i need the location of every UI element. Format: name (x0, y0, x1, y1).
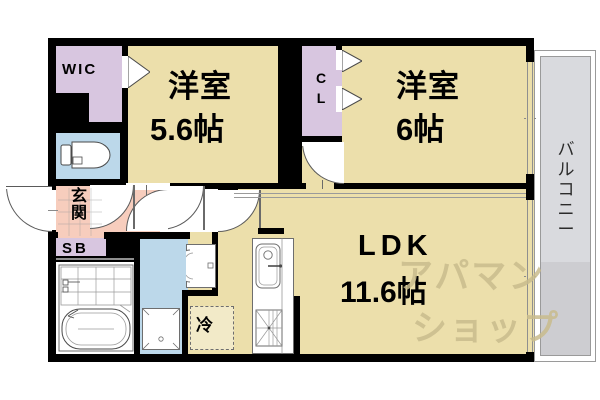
balcony-char-5: ー (557, 220, 575, 240)
cl-opening-top (336, 50, 342, 70)
genkan-char-2: 関 (70, 204, 87, 222)
hall-ldk-door-leaf (203, 186, 205, 230)
bedroom1-door-gap (126, 183, 170, 190)
window-line-ldk-2 (532, 200, 533, 352)
cl-floor (302, 46, 342, 138)
wall-wic-right-lower (84, 93, 89, 127)
bathroom-unit-icon (58, 264, 134, 352)
genkan-tile-hatch (58, 188, 102, 236)
balcony-label: バ ル コ ニ ー (549, 140, 583, 240)
wall-hall-bottom (104, 232, 190, 239)
wall-gap-bedroom2-window (526, 62, 534, 174)
ldk-floor-upper (234, 189, 526, 203)
wall-toilet-top (48, 127, 128, 133)
ldk-partition-line (234, 193, 526, 194)
cl-label-l: L (316, 90, 326, 107)
ldk-area: 11.6帖 (340, 276, 427, 309)
wall-washroom-door-jamb (258, 228, 284, 234)
balcony-char-4: ニ (557, 200, 575, 220)
shoebox-label: SB (62, 240, 89, 257)
ldk-partition-line-2 (234, 197, 526, 198)
window-line-b2-2 (532, 62, 533, 174)
wall-hall-bottom-left (48, 232, 58, 238)
bedroom1-area: 5.6帖 (150, 112, 225, 147)
wall-wic-bottom-2 (84, 122, 128, 128)
cl-opening-bottom (336, 86, 342, 112)
balcony-char-3: コ (557, 180, 575, 200)
wall-wic-bottom (48, 93, 88, 99)
balcony-floor (541, 57, 590, 355)
washing-machine-pan-icon (142, 308, 180, 350)
wall-bedroom2-bottom (334, 183, 534, 189)
toilet-icon (60, 136, 112, 174)
genkan-label: 玄 関 (62, 188, 96, 223)
bedroom1-floor (128, 46, 284, 189)
wall-washroom-right-bottom (182, 290, 188, 362)
kitchen-counter-icon (252, 238, 294, 354)
entrance-door-panel (6, 186, 52, 189)
wall-cl-bottom (296, 136, 342, 142)
bedroom2-door-gap (302, 142, 344, 146)
bedroom1-door-mark (146, 185, 147, 195)
ldk-name: LDK (358, 230, 433, 262)
wall-bedroom1-right (278, 46, 284, 189)
wic-opening-triangle-outline (127, 55, 151, 89)
bedroom1-name: 洋室 (168, 69, 232, 104)
wall-bedroom2-bottom-left (296, 183, 306, 189)
wall-washroom-right-lower (182, 290, 218, 296)
genkan-char-1: 玄 (70, 188, 87, 205)
wall-cl-left (296, 46, 302, 142)
window-line-b2-1 (527, 62, 528, 174)
wall-kitchen-stub (290, 296, 300, 354)
washroom-door-mark (259, 190, 261, 232)
fridge-label: 冷 (196, 316, 213, 335)
balcony-char-1: バ (557, 140, 575, 159)
entrance-threshold (48, 210, 58, 211)
cl-opening-triangle-top-icon (341, 49, 364, 73)
bedroom2-name: 洋室 (396, 69, 460, 104)
balcony-char-2: ル (557, 160, 575, 180)
cl-opening-triangle-bottom-icon (341, 87, 364, 111)
bathroom-door-line (56, 258, 134, 260)
window-line-ldk-1 (527, 200, 528, 352)
shoebox-floor (56, 238, 106, 260)
cl-label-c: C (315, 70, 327, 86)
cl-label: C L (306, 68, 336, 109)
toilet-door-mark (133, 185, 135, 229)
fridge-floor (188, 296, 238, 354)
wall-toilet-bottom (48, 179, 90, 185)
wall-bedroom1-left (122, 46, 128, 189)
balcony-watermark-overlap (541, 262, 590, 355)
refrigerator-space-icon (190, 306, 234, 350)
wall-bathroom-right (134, 256, 140, 362)
wic-floor-2 (88, 93, 122, 127)
bedroom2-door-mark (322, 180, 323, 189)
wall-toilet-right (120, 127, 126, 185)
wic-opening (122, 56, 128, 88)
bedroom2-area: 6帖 (396, 112, 445, 147)
entrance-door-swing (6, 186, 52, 232)
wic-label: WIC (62, 61, 98, 78)
wic-floor (56, 46, 122, 93)
wall-gap-ldk-window (526, 200, 534, 352)
vanity-sink-icon (176, 244, 216, 288)
